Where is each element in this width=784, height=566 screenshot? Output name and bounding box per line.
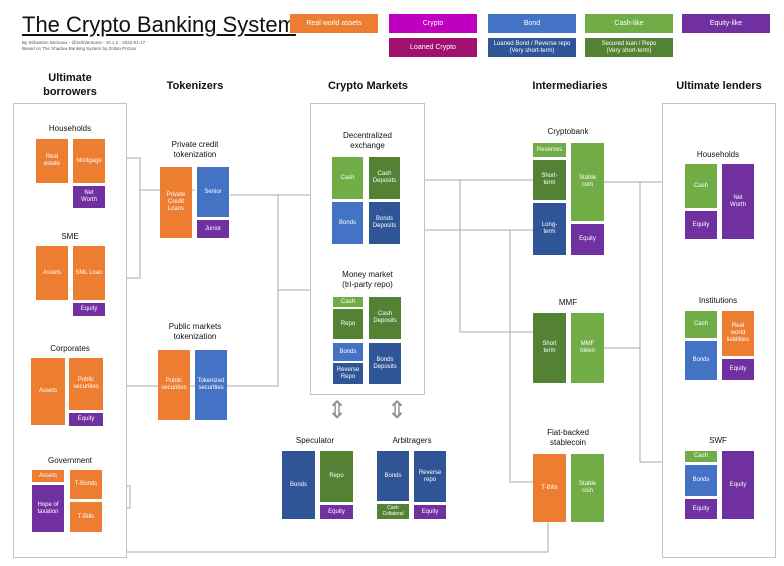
institutions-cash: Cash xyxy=(685,311,717,338)
swf-cash: Cash xyxy=(685,451,717,462)
legend-crypto: Crypto xyxy=(389,14,477,33)
corporates-equity: Equity xyxy=(69,413,103,426)
author-line: By Sébastien Derivaux - @SebVentures - v… xyxy=(22,40,146,45)
entity-money-market: Money market (tri-party repo) xyxy=(342,270,393,290)
entity-government: Government xyxy=(47,456,93,465)
cryptobank-equity: Equity xyxy=(571,224,604,255)
entity-public-markets-tokenization: Public markets tokenization xyxy=(168,322,222,342)
government-hope-of-taxation: Hope of taxation xyxy=(32,485,64,532)
private-credit-junior: Junior xyxy=(197,220,229,238)
dex-cash-deposits: Cash Deposits xyxy=(369,157,400,199)
speculator-equity: Equity xyxy=(320,505,353,519)
corporates-public-securities: Public securities xyxy=(69,358,103,410)
entity-arbitragers: Arbitragers xyxy=(392,436,432,445)
tokenized-securities: Tokenized securities xyxy=(195,350,227,420)
lender-households-equity: Equity xyxy=(685,211,717,239)
government-t-bonds: T-Bonds xyxy=(70,470,102,499)
mmf-token: MMF token xyxy=(571,313,604,383)
sme-equity: Equity xyxy=(73,303,105,316)
column-ultimate-lenders: Ultimate lenders xyxy=(676,80,762,92)
lender-households-net-worth: Net Worth xyxy=(722,164,754,239)
dex-bonds-deposits: Bonds Deposits xyxy=(369,202,400,244)
mmf-short-term: Short term xyxy=(533,313,566,383)
government-t-bills: T-Bills xyxy=(70,502,102,532)
legend-equity-like: Equity-like xyxy=(682,14,770,33)
institutions-bonds: Bonds xyxy=(685,341,717,380)
dex-cash: Cash xyxy=(332,157,363,199)
lender-households-cash: Cash xyxy=(685,164,717,208)
legend-loaned-crypto: Loaned Crypto xyxy=(389,38,477,57)
mm-reverse-repo: Reverse Repo xyxy=(333,363,363,384)
arbitragers-cash-collateral: Cash Collateral xyxy=(377,504,409,519)
arbitragers-equity: Equity xyxy=(414,505,446,519)
entity-decentralized-exchange: Decentralized exchange xyxy=(343,131,392,151)
arbitragers-bonds: Bonds xyxy=(377,451,409,501)
entity-speculator: Speculator xyxy=(295,436,335,445)
public-securities-asset: Public securities xyxy=(158,350,190,420)
corporates-assets: Assets xyxy=(31,358,65,425)
households-real-estate: Real estate xyxy=(36,139,68,183)
dex-bonds: Bonds xyxy=(332,202,363,244)
entity-corporates: Corporates xyxy=(50,344,90,353)
speculator-bonds: Bonds xyxy=(282,451,315,519)
swf-bonds: Bonds xyxy=(685,465,717,496)
legend-loaned-bond: Loaned Bond / Reverse repo (Very short-t… xyxy=(488,38,576,57)
entity-sme: SME xyxy=(61,232,79,241)
mm-repo: Repo xyxy=(333,309,363,339)
entity-fiat-backed-stablecoin: Fiat-backed stablecoin xyxy=(547,428,589,448)
column-crypto-markets: Crypto Markets xyxy=(327,80,409,92)
entity-private-credit-tokenization: Private credit tokenization xyxy=(171,140,219,160)
private-credit-loans: Private Credit Loans xyxy=(160,167,192,238)
entity-cryptobank: Cryptobank xyxy=(547,127,589,136)
mm-cash: Cash xyxy=(333,297,363,307)
entity-mmf: MMF xyxy=(558,298,578,307)
source-line: Based on The Shadow Banking System by Zo… xyxy=(22,46,137,51)
institutions-real-world-liabilities: Real world liabilities xyxy=(722,311,754,356)
sme-assets: Assets xyxy=(36,246,68,300)
cryptobank-short-term: Short- term xyxy=(533,160,566,200)
fiat-stable-coin: Stable coin xyxy=(571,454,604,522)
lenders-panel xyxy=(662,103,776,558)
households-net-worth: Net Worth xyxy=(73,186,105,208)
sme-sml-loan: SML Loan xyxy=(73,246,105,300)
up-down-arrow-icon: ⇕ xyxy=(386,397,408,424)
entity-institutions: Institutions xyxy=(698,296,738,305)
column-intermediaries: Intermediaries xyxy=(532,80,608,92)
households-mortgage: Mortgage xyxy=(73,139,105,183)
government-assets: Assets xyxy=(32,470,64,482)
cryptobank-long-term: Long- term xyxy=(533,203,566,255)
legend-real-world-assets: Real world assets xyxy=(290,14,378,33)
column-tokenizers: Tokenizers xyxy=(166,80,224,92)
swf-equity-left: Equity xyxy=(685,499,717,519)
entity-swf: SWF xyxy=(709,436,727,445)
cryptobank-reserves: Reserves xyxy=(533,143,566,157)
cryptobank-stable-coin: Stable coin xyxy=(571,143,604,221)
up-down-arrow-icon: ⇕ xyxy=(326,397,348,424)
fiat-t-bills: T-Bills xyxy=(533,454,566,522)
arbitragers-reverse-repo: Reverse repo xyxy=(414,451,446,502)
entity-households-borrower: Households xyxy=(48,124,92,133)
legend-bond: Bond xyxy=(488,14,576,33)
entity-households-lender: Households xyxy=(696,150,740,159)
page-title: The Crypto Banking System xyxy=(22,12,296,37)
mm-bonds-deposits: Bonds Deposits xyxy=(369,343,401,384)
column-ultimate-borrowers: Ultimate borrowers xyxy=(43,72,97,98)
legend-secured-loan: Secured loan / Repo (Very short-term) xyxy=(585,38,673,57)
speculator-repo: Repo xyxy=(320,451,353,502)
mm-bonds: Bonds xyxy=(333,343,363,361)
legend-cash-like: Cash-like xyxy=(585,14,673,33)
swf-equity-right: Equity xyxy=(722,451,754,519)
mm-cash-deposits: Cash Deposits xyxy=(369,297,401,339)
institutions-equity: Equity xyxy=(722,359,754,380)
private-credit-senior: Senior xyxy=(197,167,229,217)
crypto-markets-panel xyxy=(310,103,425,395)
